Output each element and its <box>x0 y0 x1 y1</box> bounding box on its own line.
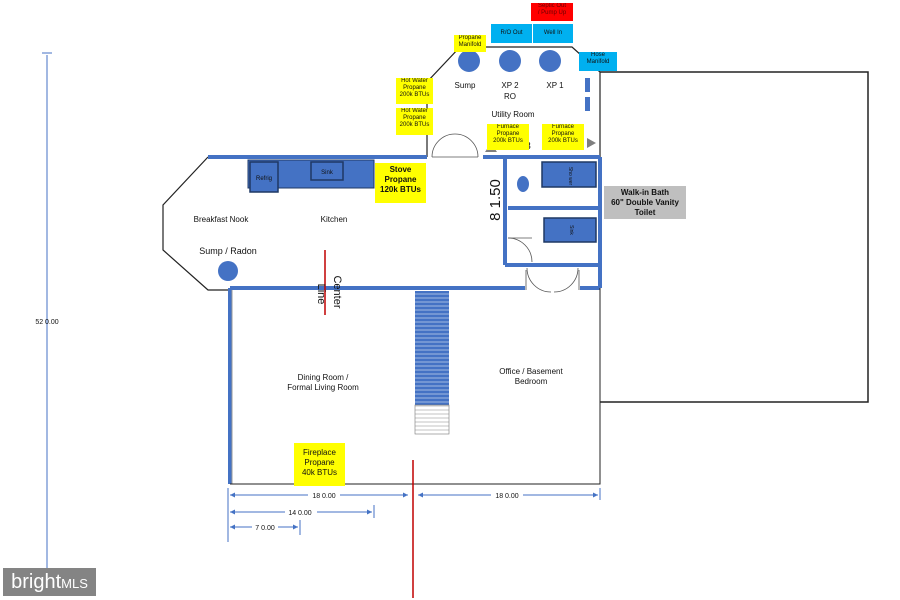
propane-manifold-line-2: Manifold <box>458 42 482 48</box>
well-in-tag: Well In <box>533 24 573 43</box>
hose-manifold-line-2: Manifold <box>586 59 610 65</box>
propane-manifold-tag: Propane Manifold <box>454 35 486 52</box>
office-label-1: Office / Basement <box>499 367 563 376</box>
bath-tag-line-3: Toilet <box>634 208 656 217</box>
office-label-2: Bedroom <box>515 377 548 386</box>
fireplace-line-3: 40k BTUs <box>301 468 338 477</box>
ro-label: RO <box>504 92 516 101</box>
xp2-tank <box>499 50 521 72</box>
watermark-brand: bright <box>11 571 62 593</box>
nook-outline <box>162 156 230 291</box>
refrigerator <box>249 161 279 193</box>
hot-water-1-line-1: Hot Water <box>401 78 428 84</box>
hot-water-2-line-3: 200k BTUs <box>399 122 430 128</box>
center-line-label-1: Center <box>331 275 343 308</box>
width-14-label: 14 0.00 <box>288 510 311 517</box>
width-7-label: 7 0.00 <box>255 525 275 532</box>
fireplace-tag: Fireplace Propane 40k BTUs <box>294 443 345 486</box>
furnace-2-line-3: 200k BTUs <box>548 138 578 144</box>
center-line-marker <box>324 250 414 598</box>
furnace-2-line-1: Furnace <box>551 124 574 130</box>
walk-in-bath-tag: Walk-in Bath 60" Double Vanity Toilet <box>604 186 686 219</box>
xp2-label: XP 2 <box>501 81 519 90</box>
hot-water-tag-1: Hot Water Propane 200k BTUs <box>396 78 433 104</box>
height-dimension-label: 52 0.00 <box>35 319 58 326</box>
sump-radon-label: Sump / Radon <box>199 246 257 256</box>
stove-tag: Stove Propane 120k BTUs <box>375 163 426 203</box>
width-dimension-lines <box>227 488 601 542</box>
shower <box>541 161 597 188</box>
ro-out-label: R/O Out <box>500 30 523 36</box>
refrigerator-label: Refrig <box>256 176 272 182</box>
bright-mls-watermark: brightMLS <box>3 568 96 596</box>
sump-radon-pit <box>218 261 238 281</box>
septic-tag-line-1: Septic Out <box>537 3 566 9</box>
furnace-1-line-3: 200k BTUs <box>493 138 523 144</box>
hose-pipe-upper <box>585 78 590 92</box>
hose-manifold-line-1: Hose <box>590 52 605 58</box>
bath-vanity <box>543 217 597 243</box>
hose-manifold-tag: Hose Manifold <box>579 52 617 71</box>
sump-tank <box>458 50 480 72</box>
bath-sink-label: Sink <box>568 225 574 235</box>
ro-out-tag: R/O Out <box>491 24 532 43</box>
furnace-2-line-2: Propane <box>551 131 575 137</box>
bath-width-dimension: 8 1.50 <box>487 179 504 221</box>
septic-out-tag: Septic Out / Pump Up <box>531 3 573 21</box>
staircase <box>414 291 450 435</box>
height-dimension-line <box>42 52 52 568</box>
kitchen-sink <box>310 161 344 181</box>
fireplace-line-1: Fireplace <box>303 448 336 457</box>
utility-double-door <box>431 133 479 158</box>
furnace-1-line-1: Furnace <box>496 124 519 130</box>
breakfast-nook-label: Breakfast Nook <box>194 215 250 224</box>
furnace-1-line-2: Propane <box>496 131 520 137</box>
furnace-tag-1: Furnace Propane 200k BTUs <box>487 124 529 150</box>
walls <box>208 155 602 484</box>
xp1-label: XP 1 <box>546 81 564 90</box>
toilet <box>517 176 529 192</box>
watermark-suffix: MLS <box>61 576 88 591</box>
well-in-label: Well In <box>543 30 563 36</box>
septic-tag-line-2: / Pump Up <box>537 10 567 16</box>
hose-pipe-lower <box>585 97 590 111</box>
hot-water-1-line-2: Propane <box>403 85 426 91</box>
center-line-label-2: Line <box>315 284 327 305</box>
kitchen-sink-label: Sink <box>321 170 334 176</box>
kitchen-label: Kitchen <box>321 215 348 224</box>
hot-water-2-line-1: Hot Water <box>401 108 428 114</box>
stove-line-1: Stove <box>389 165 412 174</box>
dining-right-outline <box>230 288 601 485</box>
bath-tag-line-2: 60" Double Vanity <box>611 198 679 207</box>
bath-door <box>507 237 533 263</box>
xp1-tank <box>539 50 561 72</box>
right-arrow <box>587 138 596 148</box>
shower-label: Sho wer <box>567 167 573 186</box>
dining-room-label-2: Formal Living Room <box>287 383 359 392</box>
width-right-label: 18 0.00 <box>495 493 518 500</box>
sump-label: Sump <box>455 81 476 90</box>
stove-line-3: 120k BTUs <box>380 185 421 194</box>
fireplace-line-2: Propane <box>304 458 335 467</box>
hot-water-1-line-3: 200k BTUs <box>399 92 430 98</box>
hot-water-tag-2: Hot Water Propane 200k BTUs <box>396 108 433 135</box>
dining-room-label-1: Dining Room / <box>298 373 349 382</box>
stove-line-2: Propane <box>384 175 417 184</box>
hot-water-2-line-2: Propane <box>403 115 426 121</box>
width-left-label: 18 0.00 <box>312 493 335 500</box>
propane-manifold-line-1: Propane <box>458 35 482 41</box>
bath-tag-line-1: Walk-in Bath <box>620 188 670 197</box>
utility-room-label: Utility Room <box>491 110 534 119</box>
furnace-tag-2: Furnace Propane 200k BTUs <box>542 124 584 150</box>
office-double-door <box>525 267 580 293</box>
garage-outline <box>600 71 869 403</box>
